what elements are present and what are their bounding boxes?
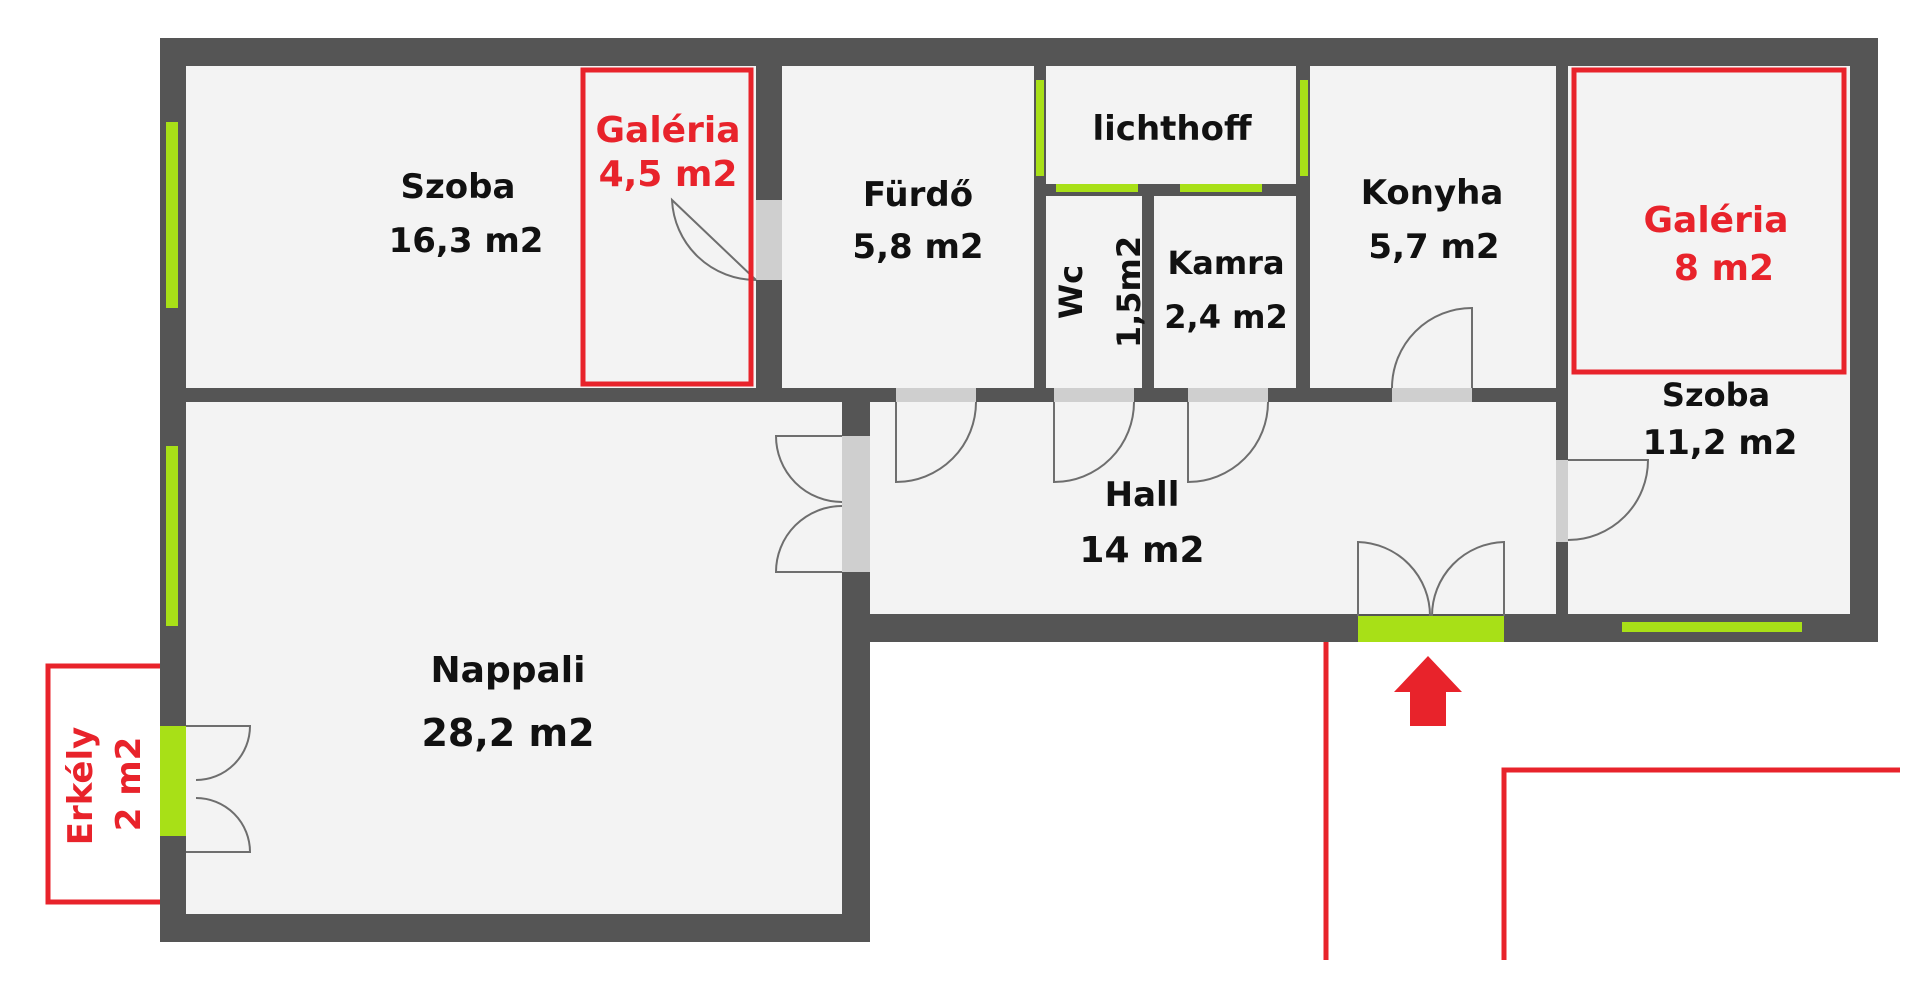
erkely-outline [45,663,160,905]
window-szoba-south [1622,622,1802,632]
floor-lichthoff [1046,66,1296,184]
annotation-line-corner [1501,767,1900,960]
door-balcony-upper [186,725,252,781]
floor-kamra [1154,196,1296,388]
label-galeria-2-area: 8 m2 [1674,248,1774,289]
label-furdo-name: Fürdő [863,175,973,215]
doorway-hall-wc [1054,388,1134,402]
galeria-1-outline [580,67,754,387]
window-wc-north [1056,184,1138,192]
window-szoba-west [166,122,178,308]
label-konyha-name: Konyha [1361,173,1504,213]
label-hall-area: 14 m2 [1079,530,1204,571]
floor-wc [1046,196,1142,388]
floor-szoba-1 [186,66,756,388]
door-szoba-2 [1567,459,1650,541]
window-nappali-west [166,446,178,626]
door-kamra [1187,401,1269,484]
door-entrance-right [1431,540,1505,617]
door-entrance-left [1357,540,1431,617]
label-galeria-1-name: Galéria [596,110,741,151]
label-nappali-name: Nappali [431,650,586,691]
door-konyha [1391,306,1473,389]
doorway-hall-szoba [1556,460,1568,542]
door-swings [186,197,1650,853]
label-kamra-name: Kamra [1167,244,1284,282]
entrance-door-threshold [1358,616,1504,642]
label-erkely-name: Erkély [61,727,101,846]
floor-hall [870,402,1556,614]
galeria-2-outline [1571,67,1847,375]
window-furdo-east [1036,80,1044,176]
floor-szoba-2 [1568,66,1850,614]
entrance-arrow-icon [1394,656,1462,726]
door-szoba-furdo [670,197,757,282]
doorway-hall-kamra [1188,388,1268,402]
label-szoba-2-name: Szoba [1662,376,1770,414]
floor-furdo [782,66,1034,388]
doorway-hall-konyha [1392,388,1472,402]
doorway-hall-furdo [896,388,976,402]
label-wc-name: Wc [1052,265,1090,319]
label-hall-name: Hall [1105,475,1180,515]
window-balcony-door [160,726,186,836]
door-nappali-lower [774,505,843,573]
window-kamra-north [1180,184,1262,192]
label-szoba-2-area: 11,2 m2 [1643,423,1798,463]
label-konyha-area: 5,7 m2 [1368,227,1499,267]
floor-konyha [1310,66,1556,388]
label-szoba-1-name: Szoba [401,167,516,207]
door-nappali-upper [774,435,843,503]
label-galeria-2-name: Galéria [1644,200,1789,241]
label-wc-area: 1,5m2 [1110,236,1148,348]
label-kamra-area: 2,4 m2 [1164,298,1287,336]
floor-nappali [186,402,842,914]
label-szoba-1-area: 16,3 m2 [389,221,544,261]
label-lichthoff: lichthoff [1092,109,1251,149]
door-balcony-lower [186,797,252,853]
label-galeria-1-area: 4,5 m2 [599,154,738,195]
label-nappali-area: 28,2 m2 [421,711,594,755]
door-wc [1053,401,1135,484]
doorway-nappali-hall [842,436,870,572]
label-furdo-area: 5,8 m2 [852,227,983,267]
label-erkely-area: 2 m2 [109,737,149,832]
doorway-szoba-furdo [756,200,782,280]
window-lichthoff-east [1300,80,1308,176]
door-furdo [895,401,977,484]
